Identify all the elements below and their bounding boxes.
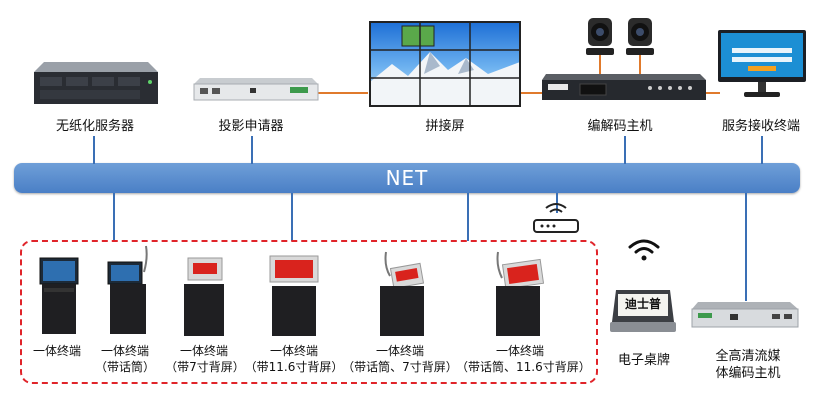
label-codec-host: 编解码主机 bbox=[587, 119, 653, 134]
label-service-receiver: 服务接收终端 bbox=[721, 119, 800, 134]
nameplate-image bbox=[610, 290, 676, 332]
terminal-3-sublabel: （带7寸背屏） bbox=[165, 360, 245, 374]
terminal-group-frame bbox=[20, 240, 598, 384]
media-encoder-image bbox=[691, 302, 799, 328]
terminal-2-sublabel: （带话筒） bbox=[94, 360, 155, 374]
terminal-3-label: 一体终端 bbox=[179, 344, 228, 358]
video-link-screen-codec bbox=[520, 92, 542, 94]
terminal-3-image bbox=[184, 257, 224, 336]
video-link-applicator-screen bbox=[318, 92, 368, 94]
router-icon bbox=[533, 203, 579, 233]
terminal-4-sublabel: （带11.6寸背屏） bbox=[244, 360, 344, 374]
terminal-2-label: 一体终端 bbox=[100, 344, 149, 358]
connector-server bbox=[93, 136, 95, 164]
label-projection-applicator: 投影申请器 bbox=[218, 119, 284, 134]
terminal-6-sublabel: （带话筒、11.6寸背屏） bbox=[456, 360, 591, 374]
connector-terminal-mid bbox=[291, 193, 293, 241]
label-nameplate: 电子桌牌 bbox=[617, 353, 670, 368]
video-wall-image bbox=[369, 21, 521, 107]
connector-terminal-left bbox=[113, 193, 115, 241]
codec-host-image bbox=[542, 18, 706, 100]
label-media-encoder-line1: 全高清流媒 bbox=[715, 349, 781, 364]
terminal-6-image bbox=[496, 251, 545, 336]
terminal-4-image bbox=[269, 255, 319, 336]
net-label: NET bbox=[385, 166, 429, 190]
projection-applicator-image bbox=[193, 78, 319, 101]
terminal-5-sublabel: （带话筒、7寸背屏） bbox=[342, 360, 458, 374]
terminal-6-label: 一体终端 bbox=[495, 344, 544, 358]
nameplate-screen-text: 迪士普 bbox=[624, 297, 661, 311]
label-paperless-server: 无纸化服务器 bbox=[55, 119, 134, 134]
terminal-5-image bbox=[380, 251, 425, 336]
rack-server-image bbox=[34, 62, 158, 104]
terminal-5-label: 一体终端 bbox=[375, 344, 424, 358]
terminal-1-image bbox=[39, 257, 79, 334]
wifi-icon bbox=[628, 239, 660, 261]
label-media-encoder-line2: 体编码主机 bbox=[715, 366, 781, 381]
connector-receiver bbox=[761, 136, 763, 164]
terminal-2-image bbox=[107, 245, 148, 334]
connector-applicator bbox=[251, 136, 253, 164]
terminal-1-label: 一体终端 bbox=[32, 344, 81, 358]
connector-terminal-right bbox=[467, 193, 469, 241]
connector-codec bbox=[624, 136, 626, 164]
terminal-4-label: 一体终端 bbox=[269, 344, 318, 358]
video-link-codec-receiver bbox=[706, 92, 720, 94]
label-splice-screen: 拼接屏 bbox=[425, 119, 465, 134]
connector-media-encoder bbox=[745, 193, 747, 301]
net-bus-bar: NET bbox=[14, 163, 800, 193]
connector-router bbox=[556, 193, 558, 213]
monitor-image bbox=[718, 30, 806, 97]
